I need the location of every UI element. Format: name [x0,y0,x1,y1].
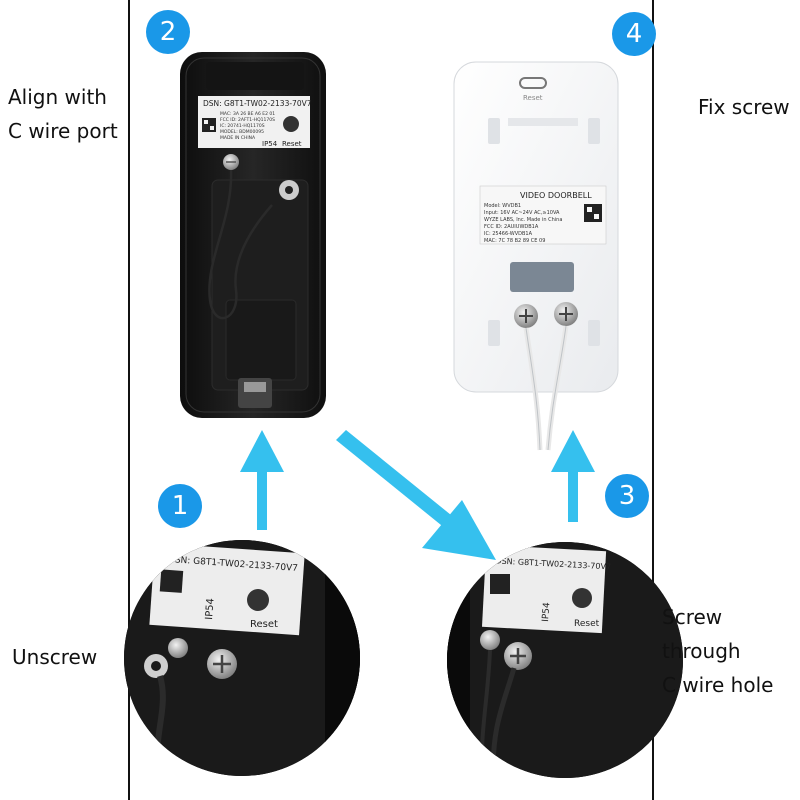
svg-text:IP54: IP54 [262,140,278,148]
caption-step3: Screw through C wire hole [662,600,800,702]
svg-text:IC: 20741-HQ1170S: IC: 20741-HQ1170S [220,123,265,129]
svg-text:FCC ID: 2AFT1-HQ1170S: FCC ID: 2AFT1-HQ1170S [220,117,275,123]
svg-text:IP54: IP54 [541,602,552,622]
arrow-step1-up [240,430,284,530]
step-badge-1: 1 [158,484,202,528]
back-screws-and-wire [208,154,299,320]
mounting-plate-label: VIDEO DOORBELL Model: WVDB1 Input: 16V A… [479,185,607,245]
caption-step1: Unscrew [12,645,98,669]
plate-title-text: VIDEO DOORBELL [520,191,592,200]
arrow-step3-up [551,430,595,522]
caption-step2-line2: C wire port [8,119,118,143]
zoom-circle-screw-through: DSN: G8T1-TW02-2133-70V7 IP54 Reset [447,542,683,778]
back-reset-text: Reset [282,140,302,148]
divider-left [128,0,130,800]
mounting-plate: Reset [453,61,619,451]
svg-text:Reset: Reset [250,619,278,630]
svg-text:WYZE LABS, Inc. Made in China: WYZE LABS, Inc. Made in China [484,217,562,223]
plate-reset-text: Reset [523,94,543,102]
svg-text:IP54: IP54 [204,598,216,620]
caption-step3-line1: Screw through [662,605,741,663]
step-badge-2: 2 [146,10,190,54]
svg-text:Model: WVDB1: Model: WVDB1 [484,203,521,209]
back-dsn-text: DSN: G8T1-TW02-2133-70V7 [203,99,312,108]
step-badge-4: 4 [612,12,656,56]
caption-step2-line1: Align with [8,85,107,109]
caption-step4: Fix screw [698,95,790,119]
svg-text:MAC: 3A 26 BE A6 E2 01: MAC: 3A 26 BE A6 E2 01 [220,111,275,117]
svg-text:FCC ID: 2AUIUWDB1A: FCC ID: 2AUIUWDB1A [484,224,539,230]
step-badge-3: 3 [605,474,649,518]
svg-text:MAC: 7C 78 B2 89 CE 09: MAC: 7C 78 B2 89 CE 09 [484,238,545,244]
caption-step3-line2: C wire hole [662,673,774,697]
zoom-circle-unscrew: DSN: G8T1-TW02-2133-70V7 IP54 Reset [124,540,360,776]
svg-text:MODEL: BDM00095: MODEL: BDM00095 [220,129,264,135]
caption-step2: Align with C wire port [8,80,118,148]
svg-text:IC: 25466-WVDB1A: IC: 25466-WVDB1A [484,231,533,237]
divider-right [652,0,654,800]
doorbell-back-label: DSN: G8T1-TW02-2133-70V7 MAC: 3A 26 BE A… [198,96,312,148]
svg-text:Reset: Reset [574,619,600,629]
arrow-diagonal [336,430,496,560]
svg-text:Input: 16V AC~24V AC,≥10VA: Input: 16V AC~24V AC,≥10VA [484,210,560,216]
svg-text:MADE IN CHINA: MADE IN CHINA [220,135,256,141]
